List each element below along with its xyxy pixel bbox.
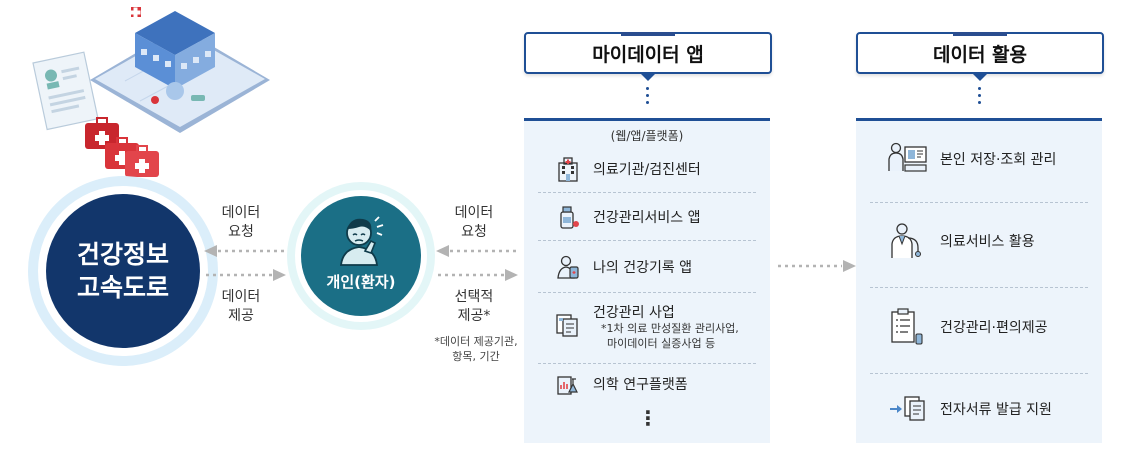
mydata-item-health-service-app: 건강관리서비스 앱 <box>555 204 701 230</box>
hospital-building-icon <box>558 157 578 182</box>
left-request-label: 데이터 요청 <box>221 205 261 240</box>
mydata-connector-dots <box>646 87 649 108</box>
mydata-app-header: 마이데이터 앱 <box>524 32 772 74</box>
medical-data-illustration-icon <box>32 7 270 177</box>
e-document-icon <box>890 396 925 421</box>
left-request-arrow-icon <box>204 245 284 257</box>
mydata-separator <box>538 240 756 241</box>
more-items-indicator: ⋮ <box>638 406 658 430</box>
health-program-sub-line2: 마이데이터 실증사업 등 <box>607 337 716 350</box>
clipboard-icon <box>891 308 923 345</box>
health-info-highway-node: 건강정보 고속도로 <box>46 194 200 348</box>
data-use-panel-top-border <box>856 118 1102 121</box>
right-request-label: 데이터 요청 <box>454 205 494 240</box>
hub-title-line2: 고속도로 <box>76 273 169 302</box>
data-use-separator <box>870 202 1088 203</box>
health-program-title: 건강관리 사업 <box>593 305 675 321</box>
doctor-stethoscope-icon <box>891 223 921 258</box>
medicine-bottle-icon <box>560 206 579 229</box>
mydata-separator <box>538 292 756 293</box>
person-monitor-icon <box>888 142 927 172</box>
data-use-item-self-storage: 본인 저장·조회 관리 <box>888 141 1056 177</box>
left-provide-label: 데이터 제공 <box>221 289 261 324</box>
data-use-item-e-document: 전자서류 발급 지원 <box>888 394 1052 424</box>
patient-label: 개인(환자) <box>326 273 396 291</box>
data-use-separator <box>870 373 1088 374</box>
mydata-header-pointer <box>641 74 655 81</box>
provide-footnote: *데이터 제공기관, 항목, 기간 <box>434 335 518 363</box>
right-provide-arrow-icon <box>438 269 518 281</box>
patient-person-icon <box>339 216 384 266</box>
left-provide-arrow-icon <box>206 269 286 281</box>
data-use-separator <box>870 287 1088 288</box>
data-use-connector-dots <box>978 87 981 108</box>
mydata-panel-top-border <box>524 118 770 121</box>
user-phone-icon <box>557 255 579 279</box>
mydata-subtitle: (웹/앱/플랫폼) <box>610 129 684 143</box>
right-request-arrow-icon <box>436 245 516 257</box>
health-program-sub-line1: *1차 의료 만성질환 관리사업, <box>601 322 739 335</box>
mydata-separator <box>538 363 756 364</box>
mydata-separator <box>538 192 756 193</box>
mydata-item-health-record-app: 나의 건강기록 앱 <box>555 254 692 280</box>
research-flask-icon <box>557 376 578 395</box>
documents-icon <box>556 314 578 337</box>
to-data-use-arrow-icon <box>778 260 856 272</box>
data-use-item-health-convenience: 건강관리·편의제공 <box>888 308 1048 346</box>
data-use-header: 데이터 활용 <box>856 32 1104 74</box>
mydata-item-research-platform: 의학 연구플랫폼 <box>555 371 688 397</box>
right-provide-label: 선택적 제공* <box>454 289 494 324</box>
mydata-item-hospital: 의료기관/검진센터 <box>555 156 701 182</box>
data-use-panel <box>856 118 1102 443</box>
data-use-item-medical-service: 의료서비스 활용 <box>888 222 1035 260</box>
hub-title-line1: 건강정보 <box>76 240 169 269</box>
data-use-header-pointer <box>973 74 987 81</box>
